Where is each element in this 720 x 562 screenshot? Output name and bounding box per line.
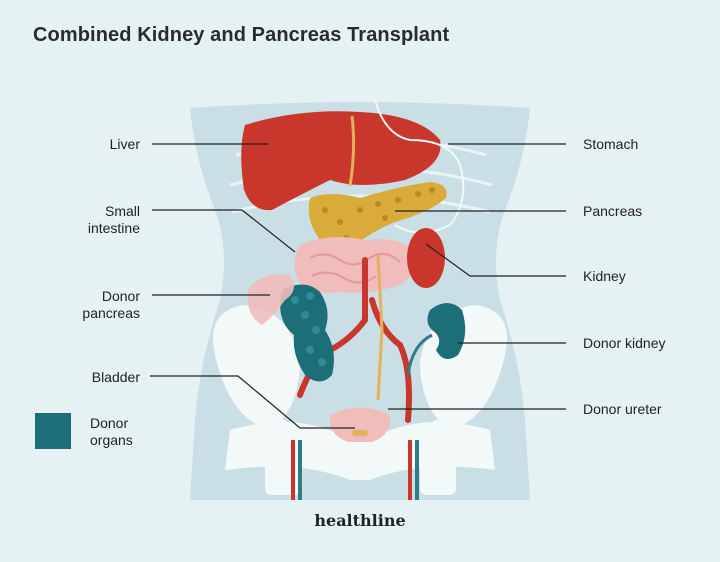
label-kidney: Kidney <box>583 268 626 284</box>
healthline-logo: healthline <box>314 511 406 530</box>
legend-swatch-donor-organs <box>35 413 71 449</box>
legend-label-line1: Donor <box>90 415 129 431</box>
label-donor-pancreas: Donor pancreas <box>50 288 140 322</box>
donor-pancreas-texture <box>291 292 326 366</box>
label-pancreas: Pancreas <box>583 203 643 219</box>
donor-duodenum <box>247 274 294 325</box>
label-bladder: Bladder <box>91 369 140 385</box>
stomach-outline <box>374 99 465 234</box>
label-donor-pancreas-line2: pancreas <box>82 305 140 321</box>
liver-ligament <box>348 115 356 187</box>
diagram-title: Combined Kidney and Pancreas Transplant <box>33 24 450 46</box>
label-small-intestine-line1: Small <box>104 203 140 219</box>
leader-lines <box>150 143 566 429</box>
label-donor-ureter: Donor ureter <box>583 401 662 417</box>
label-small-intestine-line2: intestine <box>87 220 140 236</box>
leader-kidney <box>425 243 566 277</box>
pancreas-shape <box>308 182 447 249</box>
donor-pancreas-shape <box>280 284 334 382</box>
label-liver: Liver <box>109 136 140 152</box>
legend-label-donor-organs: Donor organs <box>90 415 133 449</box>
liver-shape <box>241 111 441 211</box>
bladder-shape <box>329 407 391 442</box>
leader-small-intestine <box>152 209 296 253</box>
legend-label-line2: organs <box>90 432 133 448</box>
pancreas-texture <box>322 187 435 241</box>
donor-kidney-vessels <box>406 333 433 376</box>
donor-ureter-line <box>376 254 384 401</box>
leader-bladder <box>150 375 355 429</box>
label-donor-pancreas-line1: Donor <box>101 288 140 304</box>
label-donor-kidney: Donor kidney <box>583 335 666 351</box>
leg-vessels <box>291 440 419 500</box>
donor-kidney-shape <box>427 303 466 359</box>
kidney-shape <box>407 228 445 288</box>
label-stomach: Stomach <box>583 136 639 152</box>
label-small-intestine: Small intestine <box>60 203 140 237</box>
bladder-opening <box>352 430 368 436</box>
